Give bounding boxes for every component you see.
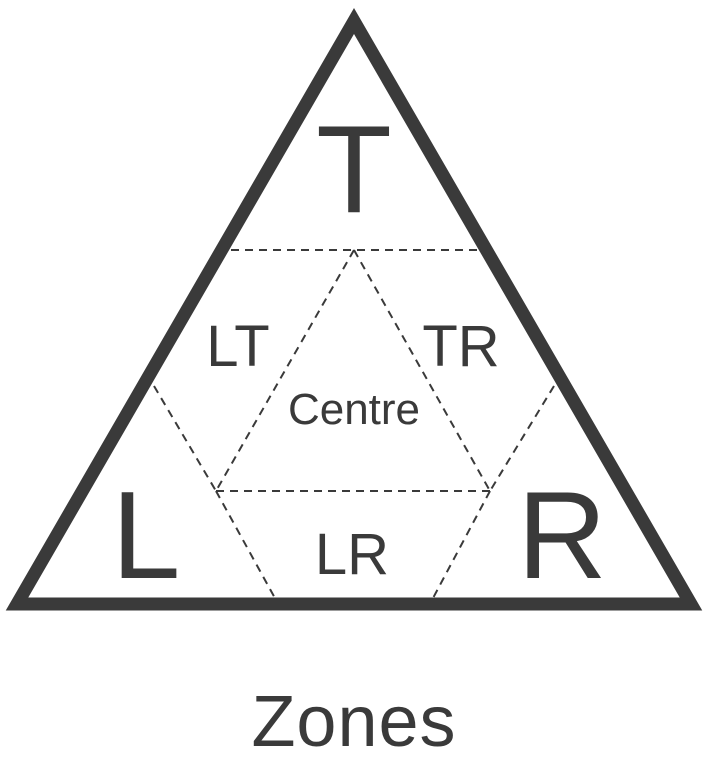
zone-label-left-right: LR bbox=[315, 522, 389, 587]
zone-label-right: R bbox=[517, 467, 607, 605]
divider-inner-right bbox=[353, 249, 491, 492]
zone-label-centre: Centre bbox=[288, 385, 420, 434]
zone-label-top-right: TR bbox=[422, 314, 499, 379]
divider-outer-right-lower bbox=[431, 490, 491, 601]
divider-outer-left-lower bbox=[215, 490, 277, 601]
zone-label-left-top: LT bbox=[206, 314, 269, 379]
zone-label-top: T bbox=[316, 101, 392, 239]
divider-outer-right-upper bbox=[489, 385, 555, 492]
divider-outer-left-upper bbox=[153, 385, 217, 492]
zone-divider-lines bbox=[153, 249, 555, 601]
diagram-caption: Zones bbox=[251, 682, 457, 762]
zone-label-left: L bbox=[112, 467, 181, 605]
outer-triangle bbox=[5, 8, 703, 611]
divider-inner-left bbox=[215, 249, 355, 492]
